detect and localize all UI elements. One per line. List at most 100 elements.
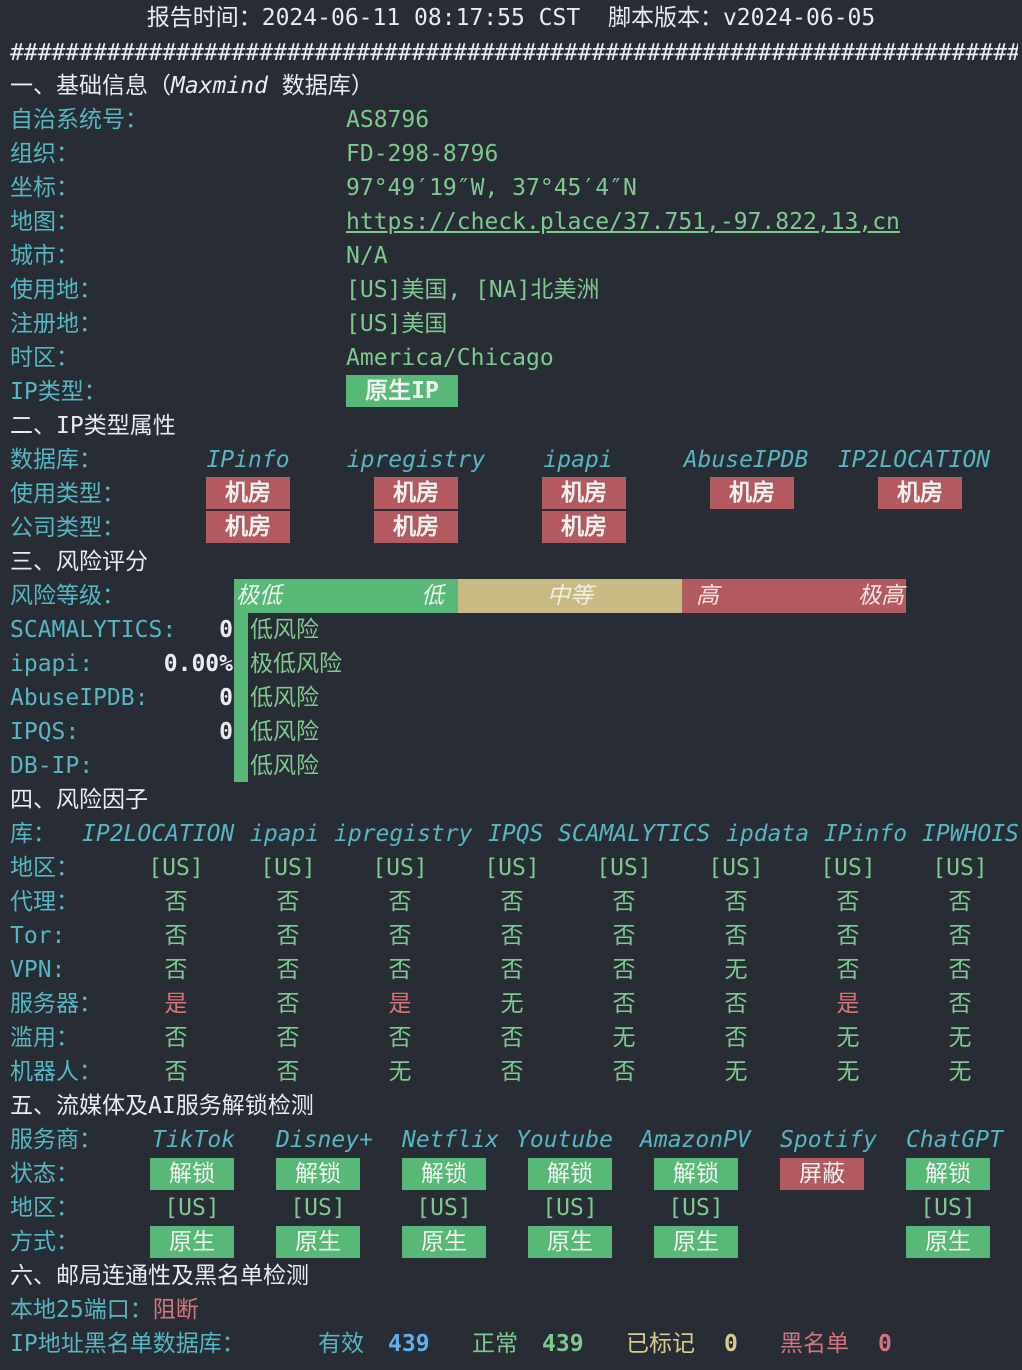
streaming-method-row: 方式： bbox=[10, 1229, 79, 1255]
service-method-badge: 原生 bbox=[402, 1226, 486, 1258]
streaming-status-row: 状态： bbox=[10, 1161, 79, 1187]
factor-row: 服务器：是否是无否否是否 bbox=[10, 987, 1022, 1021]
factor-cell: 否 bbox=[164, 889, 188, 915]
factor-cell: 否 bbox=[612, 889, 636, 915]
risk-gauge-marker bbox=[234, 612, 248, 782]
normal-count: 439 bbox=[542, 1331, 584, 1357]
factor-cell: 否 bbox=[276, 991, 300, 1017]
reg-row: 注册地：[US]美国 bbox=[10, 307, 1022, 341]
factor-cell: 否 bbox=[724, 1025, 748, 1051]
factor-cell: 否 bbox=[276, 889, 300, 915]
streaming-provider-row: 服务商： bbox=[10, 1127, 102, 1153]
service-method-badge: 原生 bbox=[276, 1226, 360, 1258]
use-row: 使用地：[US]美国, [NA]北美洲 bbox=[10, 273, 1022, 307]
factor-cell: [US] bbox=[484, 855, 540, 881]
factor-cell: 否 bbox=[612, 957, 636, 983]
factor-cell: 否 bbox=[500, 889, 524, 915]
service-name-youtube: Youtube bbox=[516, 1127, 613, 1153]
service-region: [US] bbox=[920, 1195, 976, 1221]
section-attrs-title: 二、IP类型属性 bbox=[10, 413, 176, 439]
factor-cell: 否 bbox=[276, 1059, 300, 1085]
db-ip2location: IP2LOCATION bbox=[837, 447, 991, 473]
risk-level-row: 风险等级： 极低 低 中等 高 极高 bbox=[10, 579, 1022, 613]
factor-cell: 否 bbox=[612, 991, 636, 1017]
factor-row-label: Tor: bbox=[10, 923, 66, 949]
port25-status: 阻断 bbox=[152, 1297, 199, 1323]
risk-row-ipapi: ipapi:0.00%极低风险 bbox=[10, 651, 342, 677]
separator-line: ########################################… bbox=[10, 40, 1018, 66]
usage-badge: 机房 bbox=[878, 477, 962, 509]
factor-cell: 否 bbox=[948, 991, 972, 1017]
tz-value: America/Chicago bbox=[346, 345, 554, 371]
service-status-badge: 解锁 bbox=[906, 1158, 990, 1190]
factor-cell: 否 bbox=[612, 923, 636, 949]
service-region: [US] bbox=[416, 1195, 472, 1221]
blacklist-count: 0 bbox=[878, 1331, 892, 1357]
coord-value: 97°49′19″W, 37°45′4″N bbox=[346, 175, 637, 201]
db-abuseipdb: AbuseIPDB bbox=[683, 447, 809, 473]
factor-cell: 无 bbox=[948, 1025, 972, 1051]
factor-cell: [US] bbox=[260, 855, 316, 881]
factor-cell: 无 bbox=[612, 1025, 636, 1051]
report-time-label: 报告时间： bbox=[146, 5, 262, 31]
factor-cell: [US] bbox=[820, 855, 876, 881]
factor-cell: 否 bbox=[724, 991, 748, 1017]
factor-cell: 否 bbox=[836, 957, 860, 983]
use-value: [US]美国, [NA]北美洲 bbox=[346, 277, 600, 303]
factor-cell: [US] bbox=[596, 855, 652, 881]
factor-cell: 否 bbox=[948, 923, 972, 949]
factor-cell: 否 bbox=[276, 1025, 300, 1051]
org-value: FD-298-8796 bbox=[346, 141, 499, 167]
script-version-label: 脚本版本： bbox=[607, 5, 723, 31]
section-mail-title: 六、邮局连通性及黑名单检测 bbox=[10, 1263, 309, 1289]
factor-cell: 无 bbox=[724, 957, 748, 983]
factor-row: 代理：否否否否否否否否 bbox=[10, 885, 1022, 919]
service-region: [US] bbox=[668, 1195, 724, 1221]
service-method-badge: 原生 bbox=[150, 1226, 234, 1258]
factor-cell: 否 bbox=[948, 889, 972, 915]
iptype-row: IP类型：原生IP bbox=[10, 375, 1022, 409]
factor-cell: 否 bbox=[836, 889, 860, 915]
factor-cell: 是 bbox=[164, 991, 188, 1017]
factor-cell: 否 bbox=[388, 957, 412, 983]
service-method-badge: 原生 bbox=[654, 1226, 738, 1258]
attrs-db-row: 数据库： IPinfo ipregistry ipapi AbuseIPDB I… bbox=[10, 443, 1022, 477]
db-ipapi: ipapi bbox=[543, 447, 613, 473]
service-name-netflix: Netflix bbox=[402, 1127, 499, 1153]
script-version: v2024-06-05 bbox=[722, 5, 876, 31]
service-status-badge: 解锁 bbox=[150, 1158, 234, 1190]
blacklist-row: IP地址黑名单数据库： 有效 439 正常 439 已标记 0 黑名单 0 bbox=[10, 1327, 1022, 1361]
report-header: 报告时间：2024-06-11 08:17:55 CST 脚本版本：v2024-… bbox=[0, 1, 1022, 35]
factor-cell: 无 bbox=[836, 1025, 860, 1051]
db-ipregistry: ipregistry bbox=[346, 447, 486, 473]
factor-cell: [US] bbox=[372, 855, 428, 881]
usage-badge: 机房 bbox=[206, 477, 290, 509]
factor-row: Tor:否否否否否否否否 bbox=[10, 919, 1022, 953]
usage-badge: 机房 bbox=[542, 477, 626, 509]
service-region: [US] bbox=[164, 1195, 220, 1221]
factor-cell: 否 bbox=[724, 889, 748, 915]
risk-bar-low: 极低 低 bbox=[234, 579, 458, 613]
map-link[interactable]: https://check.place/37.751,-97.822,13,cn bbox=[346, 209, 900, 235]
usage-badge: 机房 bbox=[374, 477, 458, 509]
section-factors-title: 四、风险因子 bbox=[10, 787, 148, 813]
factor-row-label: VPN: bbox=[10, 957, 66, 983]
valid-count: 439 bbox=[388, 1331, 430, 1357]
service-method-badge: 原生 bbox=[906, 1226, 990, 1258]
factor-row-label: 地区： bbox=[10, 855, 79, 881]
company-row: 公司类型： 机房 机房 机房 bbox=[10, 511, 1022, 545]
factor-row: 地区：[US][US][US][US][US][US][US][US] bbox=[10, 851, 1022, 885]
factor-row-label: 代理： bbox=[10, 889, 79, 915]
service-status-badge: 屏蔽 bbox=[780, 1158, 864, 1190]
usage-row: 使用类型： 机房 机房 机房 机房 机房 bbox=[10, 477, 1022, 511]
factor-cell: 否 bbox=[612, 1059, 636, 1085]
service-status-badge: 解锁 bbox=[528, 1158, 612, 1190]
factor-cell: [US] bbox=[708, 855, 764, 881]
factor-cell: 否 bbox=[500, 957, 524, 983]
company-badge: 机房 bbox=[542, 511, 626, 543]
factor-cell: 无 bbox=[948, 1059, 972, 1085]
company-badge: 机房 bbox=[374, 511, 458, 543]
factor-row: VPN:否否否否否无否否 bbox=[10, 953, 1022, 987]
